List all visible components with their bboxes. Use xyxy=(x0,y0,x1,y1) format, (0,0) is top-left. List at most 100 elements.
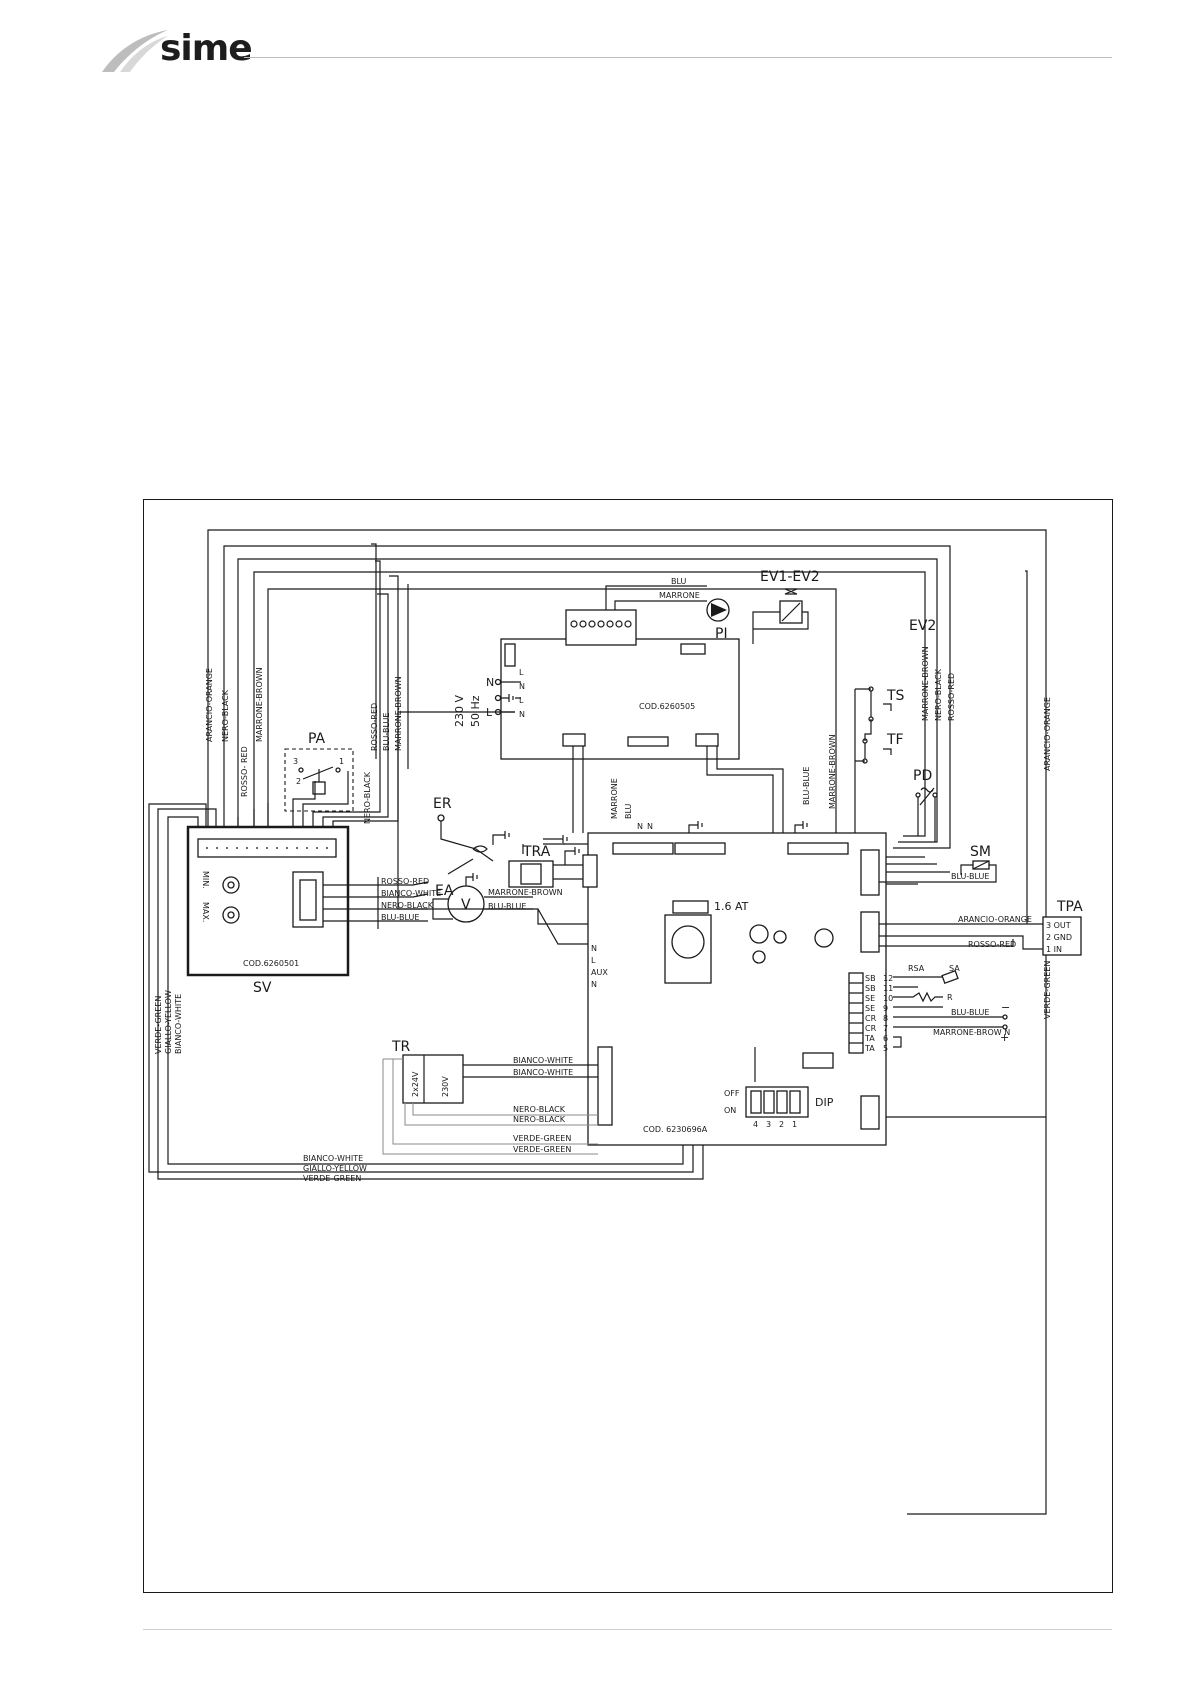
tra-label: TRA xyxy=(522,844,551,860)
main-pin-n: N xyxy=(591,944,597,953)
wire-label-arancio-tpa: ARANCIO-ORANGE xyxy=(958,915,1032,924)
term-code-5: CR xyxy=(865,1014,877,1023)
transformer-tr: TR 2x24V 230V xyxy=(382,1039,598,1155)
wire-label-bianco-left: BIANCO-WHITE xyxy=(174,994,183,1054)
term-num-1: 12 xyxy=(883,974,893,983)
brand-logo: sime xyxy=(160,28,253,69)
sm-label: SM xyxy=(970,844,991,860)
page-header: sime xyxy=(0,0,1192,80)
wire-label-bianco-white-v: BIANCO-WHITE xyxy=(381,889,441,898)
main-pin-n2: N xyxy=(591,980,597,989)
wire-label-rosso-ev2: ROSSO-RED xyxy=(947,673,956,721)
term-num-2: 11 xyxy=(883,984,893,993)
term-num-7: 6 xyxy=(883,1034,888,1043)
wire-label-nero-black-v: NERO-BLACK xyxy=(381,901,434,910)
wire-label-blu-blue-v: BLU-BLUE xyxy=(381,913,419,922)
wire-label-nero-left: NERO-BLACK xyxy=(221,689,230,742)
sign-minus: − xyxy=(1001,1001,1010,1014)
term-code-6: CR xyxy=(865,1024,877,1033)
upper-pin-4: N xyxy=(519,710,525,719)
terminal-strip: SB 12 SB 11 SE 10 SE 9 CR 8 CR 7 TA 6 TA… xyxy=(848,964,1010,1054)
dip-label: DIP xyxy=(815,1096,834,1109)
term-code-4: SE xyxy=(865,1004,875,1013)
tpa-term-gnd: 2 GND xyxy=(1046,933,1072,942)
sv-board-code: COD.6260501 xyxy=(243,959,299,968)
pa-pressure-switch: PA 3 1 2 xyxy=(284,731,354,812)
dip-num-4: 4 xyxy=(753,1120,758,1129)
tpa-label: TPA xyxy=(1056,899,1083,915)
header-rule xyxy=(244,57,1112,58)
wiring-diagram: PA 3 1 2 MIN. MAX. COD.6260501 SV ROSSO-… xyxy=(148,529,1083,1515)
term-code-2: SB xyxy=(865,984,876,993)
term-code-7: TA xyxy=(864,1034,875,1043)
supply-n: N xyxy=(486,676,494,689)
pa-term-3: 3 xyxy=(293,757,298,766)
valve-v-label: V xyxy=(461,897,471,913)
rsa-label: RSA xyxy=(908,964,925,973)
pressure-transducer-tpa: TPA 3 OUT 2 GND 1 IN xyxy=(879,570,1083,956)
wire-label-blu-blue-ta: BLU-BLUE xyxy=(951,1008,989,1017)
sv-gas-valve: MIN. MAX. COD.6260501 SV xyxy=(186,825,350,996)
sa-label: SA xyxy=(949,964,960,973)
pd-label: PD xyxy=(913,768,932,784)
wire-label-rosso-mid: ROSSO-RED xyxy=(370,703,379,751)
harness-to-sv xyxy=(237,669,399,827)
sv-label: SV xyxy=(253,980,272,996)
pump-pi-label: PI xyxy=(715,626,728,642)
wire-label-verde-tr2: VERDE-GREEN xyxy=(513,1145,571,1154)
dip-num-2: 2 xyxy=(779,1120,784,1129)
term-num-5: 8 xyxy=(883,1014,888,1023)
main-pin-aux: AUX xyxy=(591,968,608,977)
ev1-ev2-label: EV1-EV2 xyxy=(760,569,820,585)
term-num-4: 9 xyxy=(883,1004,888,1013)
ea-label: EA xyxy=(435,883,454,899)
upper-pin-3: L xyxy=(519,696,524,705)
supply-frequency: 50 Hz xyxy=(469,695,482,727)
pressure-switch-pd: PD xyxy=(913,768,938,842)
footer-rule xyxy=(143,1629,1112,1630)
wire-label-blu-pump: BLU xyxy=(671,577,687,586)
wire-label-marrone-pump: MARRONE xyxy=(659,591,700,600)
upper-board: COD.6260505 L N L N xyxy=(500,609,740,760)
term-num-8: 5 xyxy=(883,1044,888,1053)
r-label: R xyxy=(947,993,953,1002)
main-board-code: COD. 6230696A xyxy=(643,1125,708,1134)
board-n-label-2: N xyxy=(647,822,653,831)
fuse-label: 1.6 AT xyxy=(714,900,749,913)
wire-label-marrone-blu-upper: MARRONE xyxy=(610,778,619,819)
board-n-label-1: N xyxy=(637,822,643,831)
diverter-valve-v: V xyxy=(432,873,533,923)
thermostats-ts-tf: TS TF xyxy=(854,686,905,839)
upper-pin-1: L xyxy=(519,668,524,677)
wire-label-blu-upper: BLU xyxy=(624,803,633,819)
dip-on-label: ON xyxy=(724,1106,736,1115)
term-code-1: SB xyxy=(865,974,876,983)
dip-off-label: OFF xyxy=(724,1089,740,1098)
electrodes-er-ea: ER EA TRA xyxy=(433,796,598,899)
tpa-term-in: 1 IN xyxy=(1046,945,1062,954)
wire-label-rosso-tpa: ROSSO-RED xyxy=(968,940,1016,949)
wire-label-marrone-left: MARRONE-BROWN xyxy=(255,667,264,742)
wire-label-rosso-red-v: ROSSO-RED xyxy=(381,877,429,886)
wire-label-verde-bottom: VERDE-GREEN xyxy=(303,1174,361,1183)
top-harness xyxy=(207,529,1047,827)
wire-label-marrone-ta: MARRONE-BROW N xyxy=(933,1028,1010,1037)
ev2-label: EV2 xyxy=(909,618,936,634)
solenoid-ev1-ev2: EV1-EV2 xyxy=(752,569,820,644)
term-code-3: SE xyxy=(865,994,875,1003)
tpa-term-out: 3 OUT xyxy=(1046,921,1071,930)
wire-label-blu-blue-sm: BLU-BLUE xyxy=(951,872,989,881)
sign-plus: + xyxy=(1000,1031,1009,1044)
wire-label-blu-blue-v2: BLU-BLUE xyxy=(488,902,526,911)
term-num-6: 7 xyxy=(883,1024,888,1033)
main-pin-l: L xyxy=(591,956,596,965)
sv-min-label: MIN. xyxy=(201,871,210,889)
dip-num-3: 3 xyxy=(766,1120,771,1129)
tf-label: TF xyxy=(886,732,904,748)
tr-24v-label: 2x24V xyxy=(411,1071,420,1097)
wire-label-verde-tr1: VERDE-GREEN xyxy=(513,1134,571,1143)
sime-logo-swoosh-icon xyxy=(102,30,168,72)
pa-label: PA xyxy=(308,731,326,747)
er-label: ER xyxy=(433,796,452,812)
pump-pi: PI xyxy=(605,585,730,642)
